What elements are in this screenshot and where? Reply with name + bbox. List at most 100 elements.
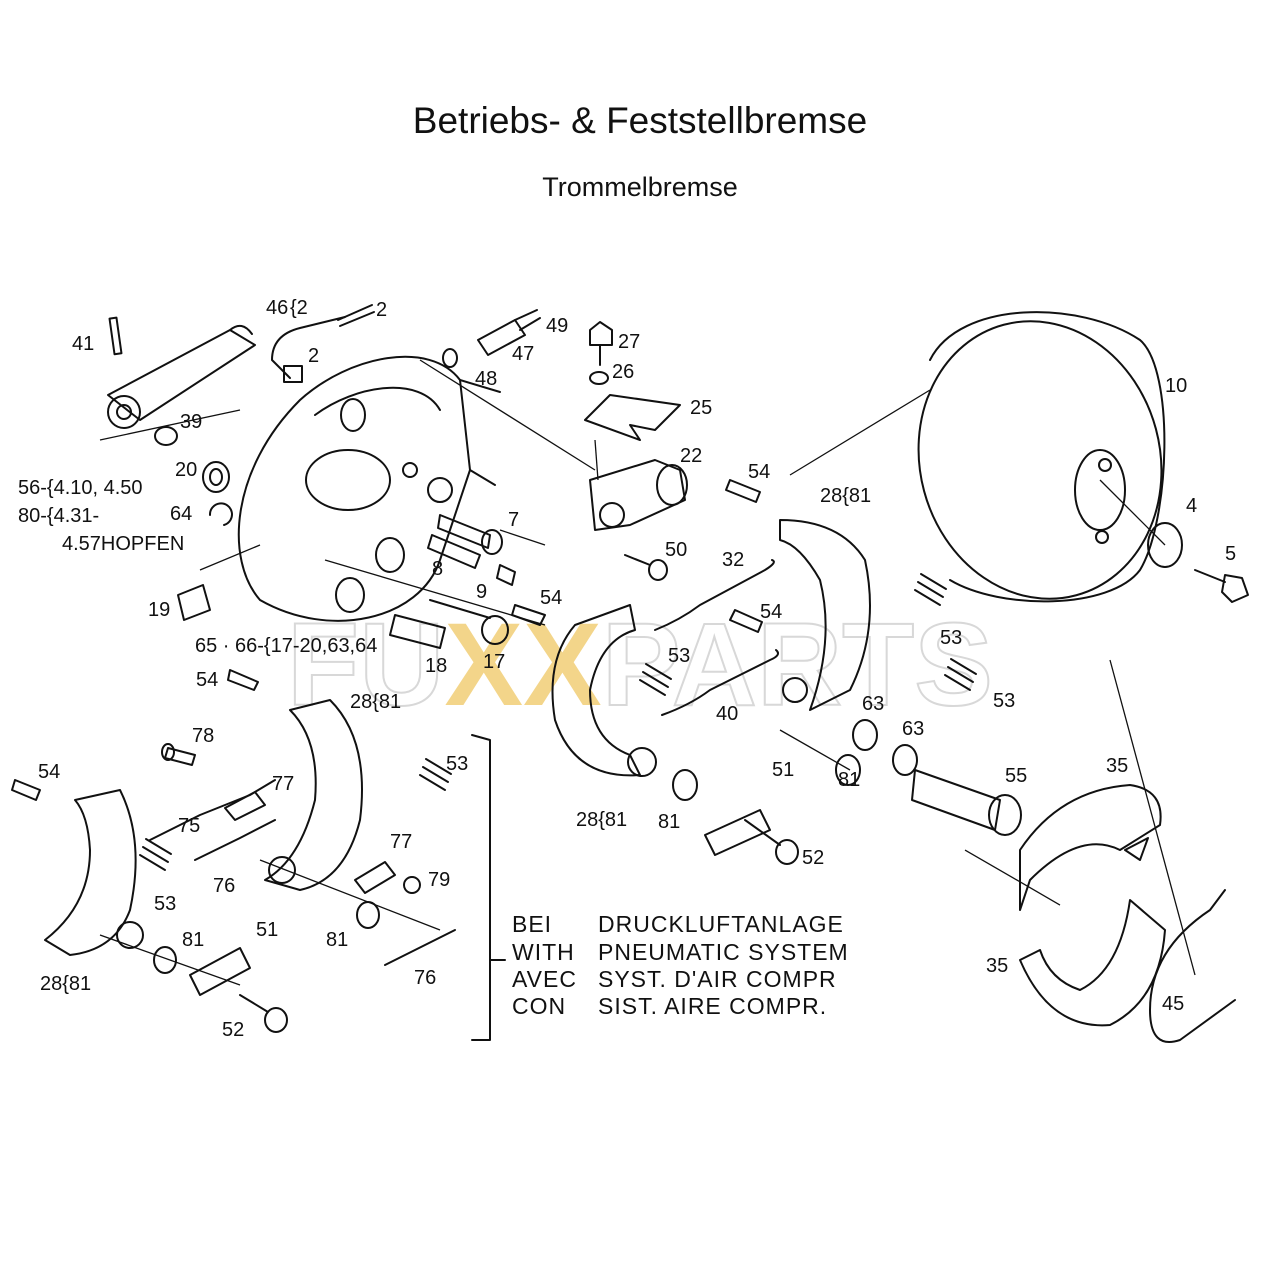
label-50: 50: [665, 539, 687, 561]
label-46: 46: [266, 297, 288, 319]
brake-back-plate[interactable]: [237, 355, 501, 622]
label-78: 78: [192, 725, 214, 747]
svg-text:FUXXPARTS: FUXXPARTS: [287, 599, 993, 731]
brake-lever-part-41[interactable]: [107, 316, 256, 429]
pin-part-54-center[interactable]: [511, 604, 546, 626]
pin-part-78[interactable]: [161, 743, 196, 766]
sleeve-part-63b[interactable]: [375, 537, 405, 573]
pin-part-9[interactable]: [496, 564, 516, 586]
sleeve-part-63-right-a[interactable]: [852, 719, 878, 751]
watermark-part-3: PARTS: [602, 599, 993, 731]
pin-part-54-far-left[interactable]: [11, 779, 41, 801]
bolt-part-52-right[interactable]: [744, 819, 799, 865]
label-56: 56-{4.10, 4.50: [18, 477, 143, 499]
bracket-part-25[interactable]: [584, 394, 681, 441]
pin-part-8[interactable]: [427, 534, 481, 569]
label-28-81-center: 28{81: [576, 809, 627, 831]
label-19: 19: [148, 599, 170, 621]
label-75: 75: [178, 815, 200, 837]
pin-part-54-lower[interactable]: [227, 669, 259, 691]
bolt-part-5[interactable]: [1194, 569, 1249, 603]
label-32: 32: [722, 549, 744, 571]
label-plate-part-19[interactable]: [177, 584, 211, 621]
label-17: 17: [483, 651, 505, 673]
label-41: 41: [72, 333, 94, 355]
sleeve-part-63-right-b[interactable]: [892, 744, 918, 776]
plate-part-77-lower[interactable]: [354, 861, 396, 894]
washer-part-26[interactable]: [589, 371, 609, 385]
seal-part-48[interactable]: [442, 348, 458, 368]
note-text-fr: SYST. D'AIR COMPR: [598, 966, 837, 992]
label-76-lower: 76: [414, 967, 436, 989]
note-text-de: DRUCKLUFTANLAGE: [598, 911, 844, 937]
label-81-lower-left: 81: [182, 929, 204, 951]
spring-part-53-a[interactable]: [914, 573, 947, 606]
pin-part-7[interactable]: [437, 514, 503, 555]
label-7: 7: [508, 509, 519, 531]
label-80: 80-{4.31-: [18, 505, 99, 527]
seal-part-4[interactable]: [1147, 522, 1183, 568]
note-text-en: PNEUMATIC SYSTEM: [598, 939, 849, 965]
bolt-part-50[interactable]: [624, 554, 668, 581]
brake-line-part-46[interactable]: [271, 316, 346, 379]
sleeve-part-81-lower-left[interactable]: [153, 946, 177, 974]
spring-part-53-e[interactable]: [139, 838, 172, 871]
sleeve-part-81-right[interactable]: [835, 754, 861, 786]
wheel-cylinder-part-22[interactable]: [589, 459, 688, 531]
bleeder-valve-part-47[interactable]: [477, 309, 541, 356]
spring-wire-part-45[interactable]: [1149, 889, 1236, 1043]
sleeve-part-63[interactable]: [335, 577, 365, 613]
label-53-upper-right: 53: [940, 627, 962, 649]
label-2-union: 2: [308, 345, 319, 367]
label-39: 39: [180, 411, 202, 433]
bushing-part-20[interactable]: [202, 461, 230, 493]
spring-part-76-lower[interactable]: [384, 929, 456, 966]
label-76-upper: 76: [213, 875, 235, 897]
label-18: 18: [425, 655, 447, 677]
plate-part-51-left[interactable]: [189, 947, 251, 996]
label-63-a: 63: [862, 693, 884, 715]
brake-shoe-part-35-upper[interactable]: [1019, 784, 1162, 911]
fitting-part-2[interactable]: [337, 304, 375, 327]
spring-part-76-upper[interactable]: [194, 819, 276, 861]
nut-part-79[interactable]: [403, 876, 421, 894]
return-spring-part-32[interactable]: [654, 559, 775, 631]
label-51-right: 51: [772, 759, 794, 781]
bolt-part-27[interactable]: [589, 321, 613, 366]
label-54-center: 54: [540, 587, 562, 609]
brake-shoe-part-28-center[interactable]: [551, 604, 657, 777]
label-52-right: 52: [802, 847, 824, 869]
spring-part-75[interactable]: [149, 779, 276, 841]
sleeve-part-81-center[interactable]: [672, 769, 698, 801]
brake-shoe-part-28-lower-left[interactable]: [44, 789, 144, 956]
washer-part-39[interactable]: [154, 426, 178, 446]
note-code-de: BEI: [512, 911, 552, 937]
label-65-66: 65 · 66-{17-20,63,64: [195, 635, 377, 657]
spring-part-53-d[interactable]: [419, 758, 452, 791]
spring-part-53-c[interactable]: [639, 663, 672, 696]
label-49: 49: [546, 315, 568, 337]
return-spring-part-40[interactable]: [661, 649, 779, 716]
note-text-es: SIST. AIRE COMPR.: [598, 993, 827, 1019]
pin-part-54-right[interactable]: [729, 609, 763, 633]
spring-part-17[interactable]: [429, 599, 509, 645]
pin-part-18[interactable]: [389, 614, 446, 649]
circlip-part-64[interactable]: [208, 502, 233, 526]
union-part-2[interactable]: [283, 365, 303, 383]
brake-shoe-part-28-lower-center[interactable]: [264, 699, 363, 891]
brake-drum-part-10[interactable]: [888, 294, 1192, 627]
brake-shoe-part-35-lower[interactable]: [1019, 899, 1166, 1027]
bolt-part-52-left[interactable]: [239, 994, 288, 1033]
spring-part-53-b[interactable]: [944, 658, 977, 691]
label-52-left: 52: [222, 1019, 244, 1041]
label-48: 48: [475, 368, 497, 390]
plate-part-77-upper[interactable]: [224, 791, 266, 821]
plate-part-51-right[interactable]: [704, 809, 771, 856]
sleeve-part-81-lower-center[interactable]: [356, 901, 380, 929]
brake-shoe-part-28-upper-right[interactable]: [779, 519, 871, 711]
label-26: 26: [612, 361, 634, 383]
part-labels: 41 46 {2 2 2 49 47 48 27 26 25 10 39 20 …: [18, 297, 1236, 1041]
shaft-part-55[interactable]: [911, 769, 1022, 836]
label-53-center: 53: [668, 645, 690, 667]
pin-part-54-top[interactable]: [725, 479, 761, 503]
